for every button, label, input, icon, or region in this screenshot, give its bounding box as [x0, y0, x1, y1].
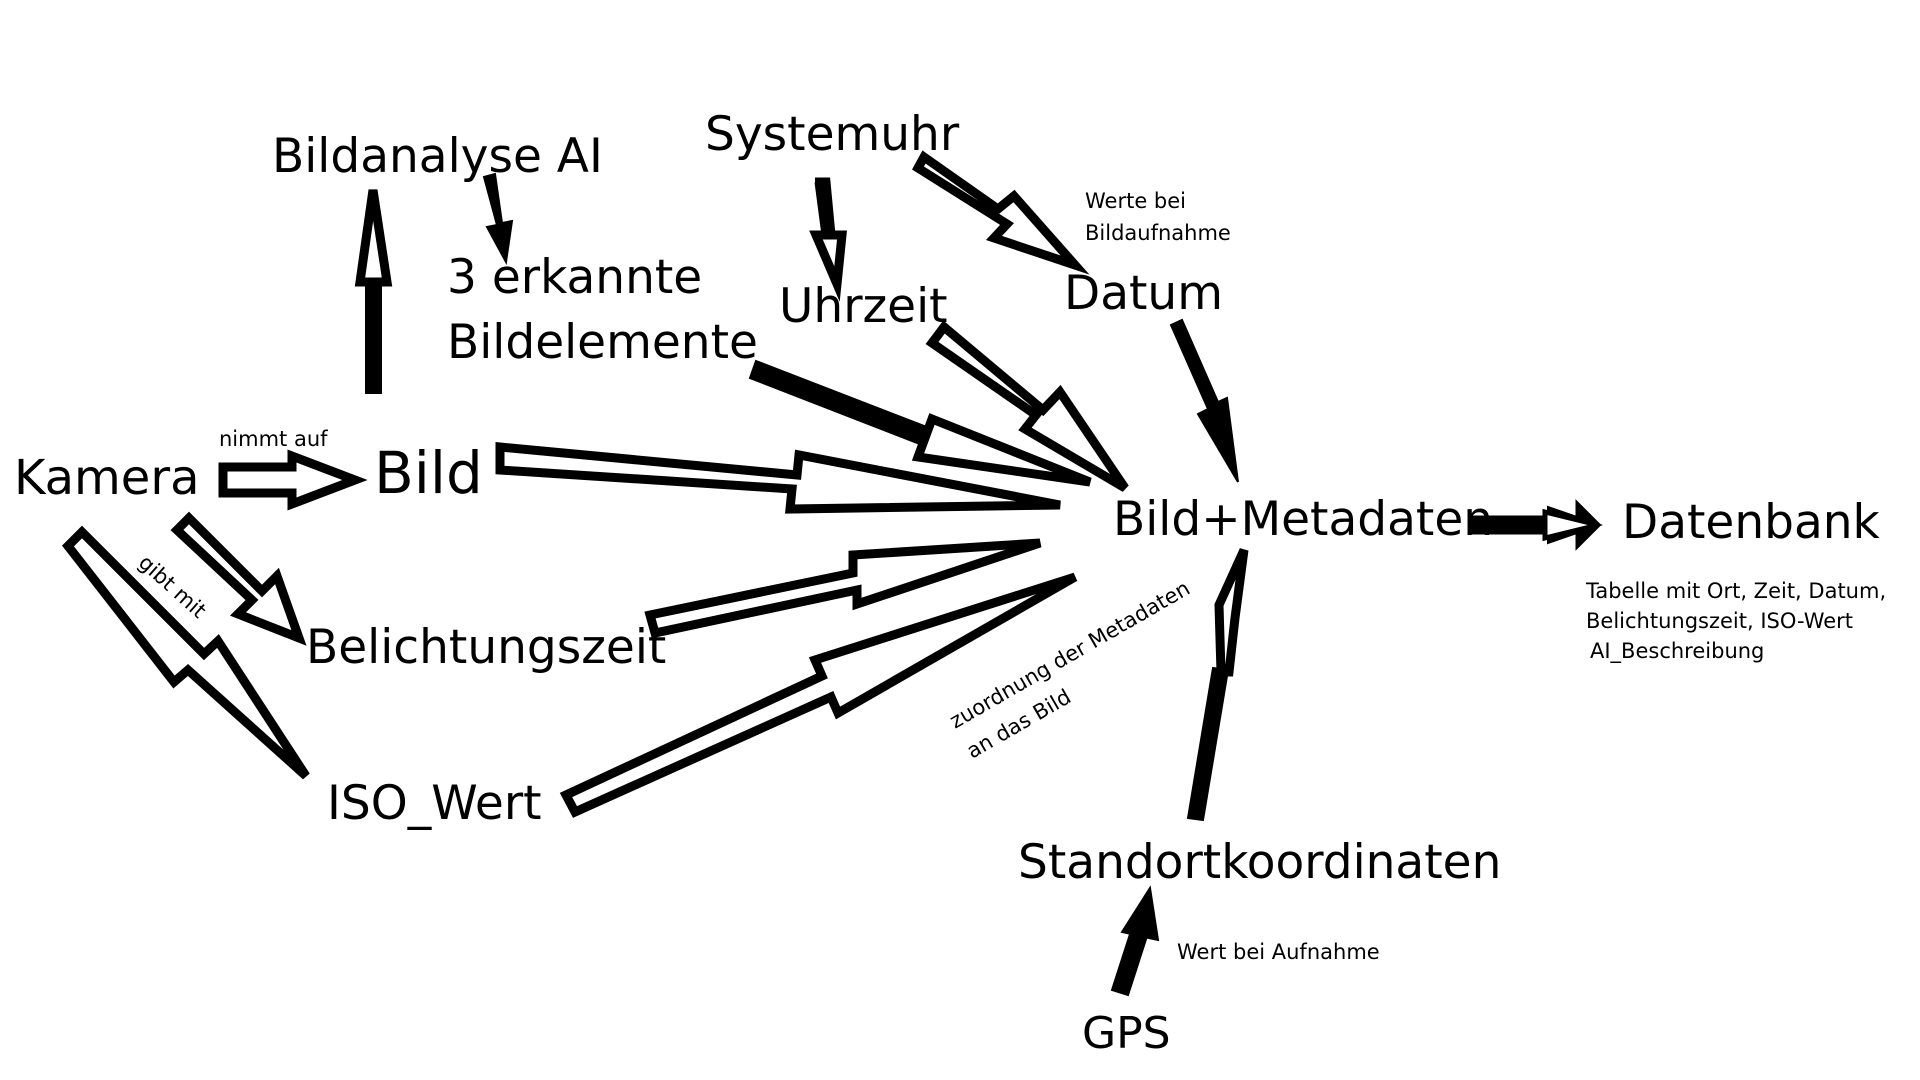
node-bild: Bild [374, 439, 483, 507]
note-tabelle-line3: AI_Beschreibung [1590, 639, 1765, 663]
arrow-kamera-iso [62, 525, 310, 780]
arrow-metadaten-datenbank-head [1542, 508, 1599, 542]
node-erkannte-bildelemente-line2: Bildelemente [447, 315, 758, 370]
arrow-systemuhr-uhrzeit [809, 177, 847, 302]
node-iso-wert: ISO_Wert [327, 776, 542, 831]
note-werte-line1: Werte bei [1085, 189, 1187, 213]
arrow-standort-metadaten-shaft [1186, 666, 1230, 822]
arrow-uhrzeit-metadaten [925, 320, 1129, 492]
node-systemuhr: Systemuhr [705, 107, 960, 162]
node-bildanalyse-ai: Bildanalyse AI [272, 129, 603, 184]
note-nimmt-auf: nimmt auf [219, 427, 328, 451]
arrow-elemente-metadaten-shaft [748, 359, 939, 450]
arrow-bild-bildanalyse-shaft [365, 279, 382, 394]
node-uhrzeit: Uhrzeit [779, 279, 948, 334]
node-gps: GPS [1082, 1008, 1171, 1059]
node-datenbank: Datenbank [1622, 495, 1880, 550]
arrow-datum-metadaten [1169, 318, 1239, 483]
note-werte-line2: Bildaufnahme [1085, 221, 1231, 245]
arrow-bild-bildanalyse-head [354, 189, 393, 287]
arrow-belichtungszeit-metadaten [644, 538, 1042, 639]
node-standortkoordinaten: Standortkoordinaten [1018, 835, 1502, 890]
arrow-kamera-belichtungszeit [170, 511, 307, 646]
arrow-iso-metadaten [559, 572, 1078, 818]
node-bild-metadaten: Bild+Metadaten [1113, 492, 1494, 547]
node-datum: Datum [1064, 266, 1223, 321]
arrow-standort-metadaten [1214, 548, 1249, 677]
note-wert-bei-aufnahme: Wert bei Aufnahme [1177, 940, 1380, 964]
arrow-gps-standort-head [1120, 885, 1160, 942]
node-belichtungszeit: Belichtungszeit [306, 620, 667, 675]
node-erkannte-bildelemente-line1: 3 erkannte [447, 250, 703, 305]
arrow-elemente-metadaten-head [911, 413, 1092, 487]
arrow-gps-standort-shaft [1110, 926, 1150, 997]
arrow-kamera-bild [218, 449, 368, 511]
note-tabelle-line2: Belichtungszeit, ISO-Wert [1586, 609, 1854, 633]
arrow-bild-metadaten [495, 442, 1061, 514]
arrow-systemuhr-datum [912, 150, 1090, 275]
node-kamera: Kamera [14, 450, 200, 506]
note-tabelle-line1: Tabelle mit Ort, Zeit, Datum, [1586, 579, 1887, 603]
arrow-bildanalyse-elemente [482, 172, 514, 266]
